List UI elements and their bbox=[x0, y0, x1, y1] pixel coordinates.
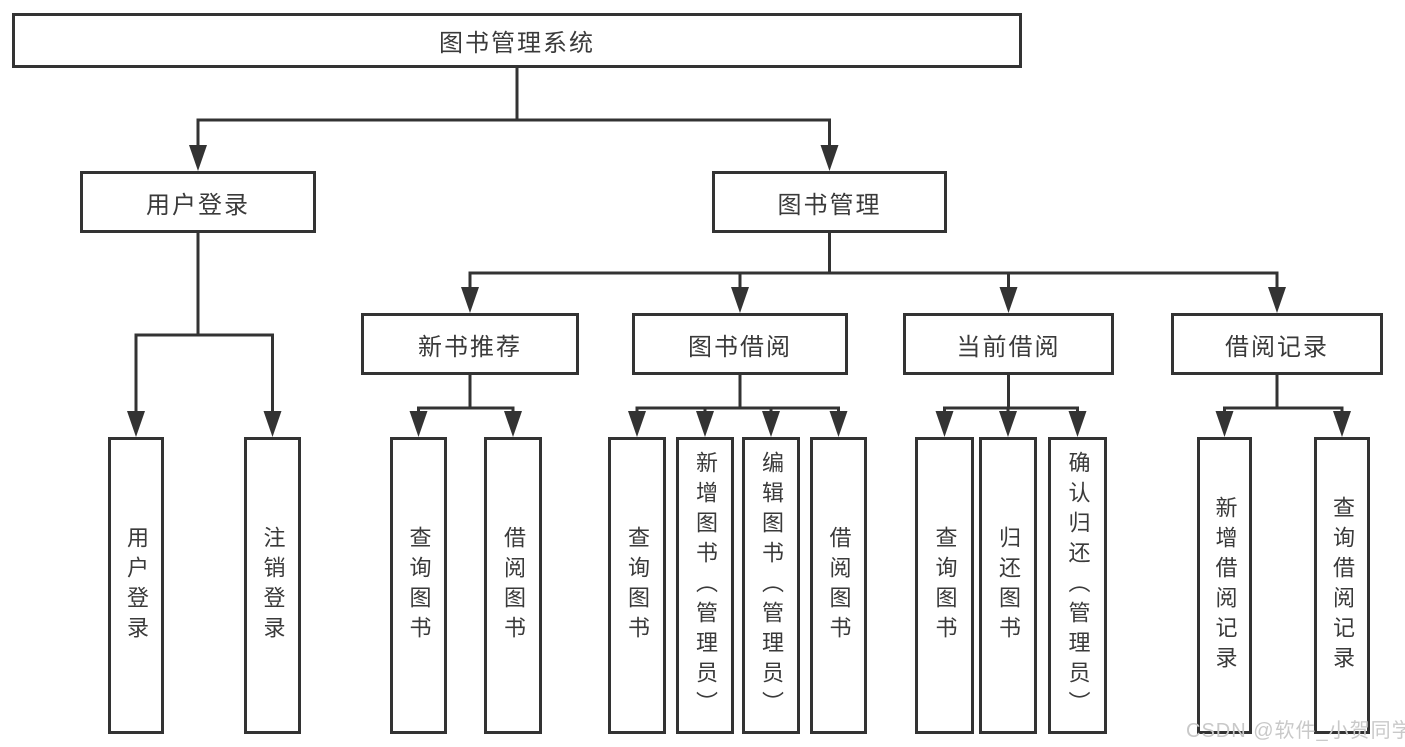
arrow-down-icon bbox=[1215, 411, 1234, 437]
node-new-book: 新书推荐 bbox=[361, 313, 579, 375]
arrow-down-icon bbox=[696, 411, 714, 437]
node-label: 确认归还（管理员） bbox=[1065, 450, 1091, 721]
node-v-logout: 注销登录 bbox=[244, 437, 301, 734]
node-label: 新书推荐 bbox=[418, 333, 522, 361]
arrow-down-icon bbox=[1068, 411, 1087, 437]
node-bb-edit: 编辑图书（管理员） bbox=[742, 437, 800, 734]
connector-edge-new-book bbox=[417, 375, 515, 414]
arrow-down-icon bbox=[461, 287, 479, 313]
node-book-mgmt: 图书管理 bbox=[712, 171, 947, 233]
node-current: 当前借阅 bbox=[903, 313, 1114, 375]
node-label: 新增借阅记录 bbox=[1212, 495, 1238, 676]
node-label: 图书借阅 bbox=[688, 333, 792, 361]
node-label: 用户登录 bbox=[124, 525, 149, 646]
arrow-down-icon bbox=[127, 411, 145, 437]
connector-edge-user-login bbox=[134, 233, 274, 414]
node-br-query: 查询借阅记录 bbox=[1314, 437, 1370, 734]
arrow-down-icon bbox=[999, 287, 1018, 313]
node-label: 查询图书 bbox=[625, 525, 650, 646]
node-label: 当前借阅 bbox=[956, 333, 1061, 361]
arrow-down-icon bbox=[731, 287, 749, 313]
node-label: 用户登录 bbox=[146, 191, 250, 219]
node-cb-query: 查询图书 bbox=[915, 437, 974, 734]
node-user-login: 用户登录 bbox=[80, 171, 316, 233]
node-label: 新增图书（管理员） bbox=[693, 450, 718, 721]
arrow-down-icon bbox=[409, 411, 428, 437]
node-label: 借阅图书 bbox=[501, 525, 526, 646]
node-label: 查询图书 bbox=[406, 525, 432, 646]
node-br-add: 新增借阅记录 bbox=[1197, 437, 1252, 734]
node-label: 图书管理系统 bbox=[439, 30, 595, 57]
arrow-down-icon bbox=[628, 411, 646, 437]
node-label: 借阅图书 bbox=[826, 525, 852, 646]
node-nb-borrow: 借阅图书 bbox=[484, 437, 542, 734]
node-cb-confirm: 确认归还（管理员） bbox=[1048, 437, 1107, 734]
arrow-down-icon bbox=[189, 145, 207, 171]
arrow-down-icon bbox=[829, 411, 848, 437]
node-cb-return: 归还图书 bbox=[979, 437, 1037, 734]
node-nb-query: 查询图书 bbox=[390, 437, 447, 734]
arrow-down-icon bbox=[504, 411, 522, 437]
node-records: 借阅记录 bbox=[1171, 313, 1383, 375]
connector-edge-root bbox=[196, 68, 831, 148]
node-label: 归还图书 bbox=[996, 525, 1021, 646]
arrow-down-icon bbox=[1268, 287, 1286, 313]
arrow-down-icon bbox=[999, 411, 1017, 437]
arrow-down-icon bbox=[762, 411, 780, 437]
arrow-down-icon bbox=[820, 145, 839, 171]
connector-edge-records bbox=[1223, 375, 1344, 414]
node-bb-query: 查询图书 bbox=[608, 437, 666, 734]
node-bb-add: 新增图书（管理员） bbox=[676, 437, 734, 734]
watermark-text: CSDN @软件_小贺同学 bbox=[1186, 720, 1405, 742]
connector-edge-book-mgmt bbox=[468, 233, 1279, 290]
node-bb-borrow: 借阅图书 bbox=[810, 437, 867, 734]
node-borrow: 图书借阅 bbox=[632, 313, 848, 375]
node-label: 编辑图书（管理员） bbox=[759, 450, 784, 721]
node-root: 图书管理系统 bbox=[12, 13, 1022, 68]
arrow-down-icon bbox=[1333, 411, 1351, 437]
node-label: 查询借阅记录 bbox=[1330, 495, 1355, 676]
node-label: 注销登录 bbox=[260, 525, 286, 646]
arrow-down-icon bbox=[263, 411, 282, 437]
node-label: 图书管理 bbox=[777, 191, 882, 219]
arrow-down-icon bbox=[935, 411, 954, 437]
node-v-login: 用户登录 bbox=[108, 437, 164, 734]
node-label: 查询图书 bbox=[932, 525, 958, 646]
node-label: 借阅记录 bbox=[1225, 333, 1329, 361]
